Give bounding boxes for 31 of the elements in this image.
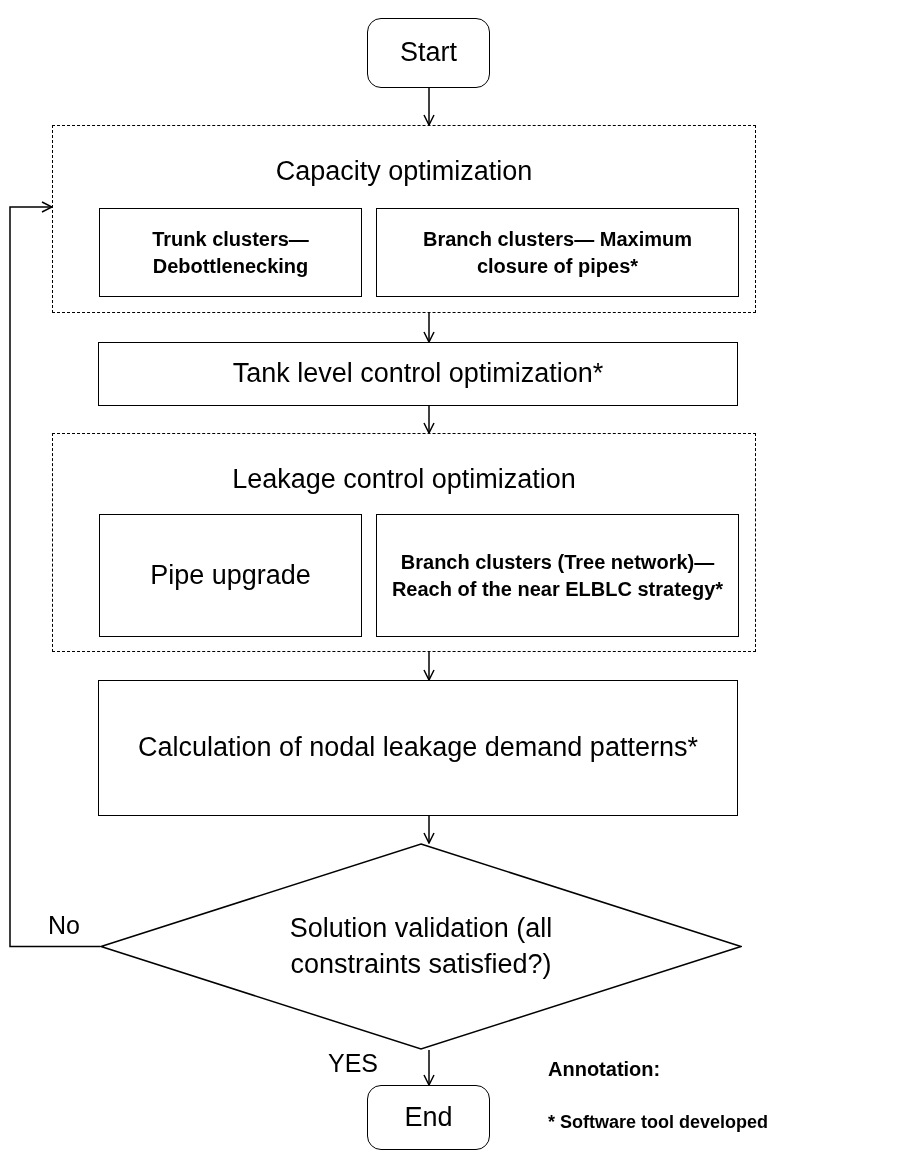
terminator-box <box>367 18 490 88</box>
decision-diamond <box>100 843 742 1050</box>
process-text: Calculation of nodal leakage demand patterns* <box>138 731 698 765</box>
arrow <box>423 405 435 434</box>
dashed-group-box <box>52 433 756 652</box>
process-text: Pipe upgrade <box>150 558 311 592</box>
process-text: Branch clusters— Maximum closure of pipes* <box>422 226 693 279</box>
group-heading: Leakage control optimization <box>232 463 576 496</box>
process-box <box>376 208 739 297</box>
annotation-note: * Software tool developed <box>548 1112 769 1133</box>
terminator-label: End <box>404 1100 453 1134</box>
process-box <box>98 680 738 816</box>
process-box <box>376 514 739 637</box>
process-text: Trunk clusters— Debottlenecking <box>151 226 310 279</box>
process-text: Tank level control optimization* <box>232 357 604 391</box>
arrow <box>423 815 435 844</box>
annotation-note: Annotation: <box>548 1058 661 1081</box>
dashed-group-box <box>52 125 756 313</box>
decision-text: Solution validation (all constraints satisfied?) <box>288 912 554 981</box>
arrow <box>423 87 435 126</box>
arrow <box>423 651 435 681</box>
terminator-label: Start <box>400 36 457 70</box>
arrow <box>9 201 101 948</box>
arrow <box>423 1049 435 1086</box>
arrow <box>423 312 435 343</box>
process-text: Branch clusters (Tree network)— Reach of the near ELBLC strategy* <box>391 549 724 602</box>
group-heading: Capacity optimization <box>275 155 533 188</box>
process-box <box>99 208 362 297</box>
process-box <box>98 342 738 406</box>
terminator-box <box>367 1085 490 1150</box>
process-box <box>99 514 362 637</box>
